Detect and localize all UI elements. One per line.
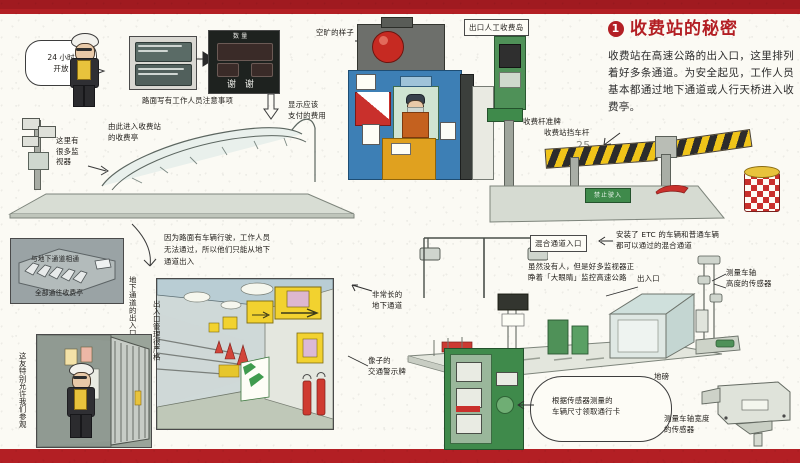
no-entry-green-sign: 禁止驶入 (585, 188, 631, 203)
pointer-line-icon-passage (351, 284, 373, 292)
green-cabinet-panel-2 (499, 72, 521, 88)
exit-entrance-note: 出入口 (637, 274, 660, 283)
empty-lane-note: 空旷的样子 (316, 28, 354, 37)
underground-connect-caption: 与地下通道相通 (31, 255, 80, 263)
worker-figure-top-left (63, 33, 103, 107)
cameras-note: 这里有 很多监 视器 (56, 136, 79, 167)
warning-sign-note: 像子的 交通警示牌 (368, 356, 406, 376)
camera-head-3 (22, 136, 39, 147)
cabinet-meter-2 (456, 388, 482, 408)
axle-width-sensor-device (701, 381, 791, 447)
page-title: 收费站的秘密 (630, 19, 738, 39)
pointer-line-icon-axleheight (711, 273, 727, 289)
pointer-line-icon-why (131, 223, 157, 267)
why-underground-note: 因为路面有车辆行驶，工作人员 无法通过，所以他们只能从地下 通道出入 (164, 233, 271, 266)
pointer-line-icon-cameras (87, 165, 109, 176)
green-cabinet-panel (499, 44, 521, 68)
pointer-line-icon-sensorcard (517, 400, 534, 410)
pointer-line-icon-exitentrance (605, 286, 639, 297)
sensor-card-note: 根据传感器测量的 车辆尺寸领取通行卡 (552, 396, 621, 416)
led-display-caption: 显示应该 支付的费用 (288, 100, 326, 120)
beacon-light-highlight (379, 36, 388, 45)
arrow-down-icon-signpanel (263, 93, 279, 120)
red-road-mark (655, 184, 689, 195)
booth-side-wall (472, 86, 494, 180)
led-display-thanks: 谢 谢 (227, 80, 257, 90)
sensor-card-callout-bubble (530, 376, 672, 442)
road-sign-photo-panel (129, 36, 197, 90)
booth-counter-card (391, 143, 411, 155)
axle-width-sensor-note: 测量车轴宽度 的传感器 (664, 414, 710, 434)
exit-manual-booth-label: 出口人工收费岛 (464, 19, 529, 36)
barrier-pole-note: 收费站挡车杆 (544, 128, 590, 137)
underground-connection-panel: 与地下通道相通 全部通往收费亭 (10, 238, 124, 304)
booth-notice-card-3 (440, 122, 456, 140)
cameras-watch-note: 虽然没有人，但是好多监视器正 睁着「大眼睛」监控高速公路 (528, 262, 635, 282)
circle-number-badge: 1 (608, 21, 624, 38)
cabinet-handle (496, 396, 514, 414)
toll-island-ground-right (489, 185, 726, 223)
underground-passage-entrance-note: 地下通道的出入口管理很严格 (128, 276, 138, 375)
traffic-barrel (744, 172, 780, 212)
all-to-booth-caption: 全部通往收费亭 (35, 289, 84, 297)
cabinet-meter-1 (456, 362, 482, 382)
camera-head-2 (38, 126, 56, 138)
booth-notice-card-2 (356, 74, 376, 90)
barrier-sign-note: 收费杆准牌 (523, 117, 561, 126)
entrance-strict-note: 出入口管理很严格 (152, 300, 162, 361)
etc-mixed-note: 安装了 ETC 的车辆和普通车辆 都可以通过的混合通道 (616, 230, 720, 250)
toll-island-ground-left (8, 193, 355, 219)
led-display-panel: 数 量 谢 谢 (208, 30, 280, 94)
axle-height-sensor-illustration (695, 255, 741, 355)
headline-block: 1 收费站的秘密 收费站在高速公路的出入口，这里排列着好多条通道。为安全起见，工… (608, 20, 794, 116)
very-long-passage-note: 非常长的 地下通道 (372, 290, 403, 310)
special-permission-note: 这友特别允许我们参观 (18, 352, 28, 428)
cabinet-display (496, 372, 518, 386)
booth-roof-cap (381, 17, 413, 28)
axle-height-sensor-note: 测量车轴 高度的传感器 (726, 268, 772, 288)
cabinet-label-red (456, 406, 480, 412)
pointer-line-icon-warning (347, 355, 369, 367)
page-title-row: 1 收费站的秘密 (608, 20, 794, 39)
booth-poster-white (355, 92, 389, 124)
weighbridge-note: 地磅 (654, 372, 670, 381)
underground-passage-photo (156, 278, 334, 430)
booth-notice-card (362, 124, 380, 145)
camera-head-1 (22, 118, 40, 130)
mixed-lane-entrance-label: 混合通道入口 (530, 235, 587, 252)
beacon-light-icon (372, 31, 404, 63)
sign-panel-caption: 路面写有工作人员注意事项 (142, 96, 234, 105)
booth-window-small (400, 76, 432, 87)
arrow-left-icon-mixed (598, 236, 613, 246)
ramp-note: 由此进入收费站 的收费亭 (108, 122, 162, 142)
underground-gate-photo (36, 334, 152, 448)
led-display-top-label: 数 量 (233, 33, 248, 40)
toll-operator-figure (398, 94, 432, 144)
traffic-barrel-top (744, 166, 780, 178)
bottom-red-band (0, 449, 800, 463)
page-body-text: 收费站在高速公路的出入口，这里排列着好多条通道。为安全起见，工作人员基本都通过地… (608, 49, 794, 113)
camera-box (28, 152, 49, 170)
cabinet-meter-3 (456, 414, 482, 434)
pedestrian-ramp-illustration (101, 118, 316, 191)
worker-figure-gate (63, 363, 97, 438)
speech-bubble-text: 24 小时 开放 (47, 52, 75, 73)
top-red-band-inner (0, 0, 800, 9)
